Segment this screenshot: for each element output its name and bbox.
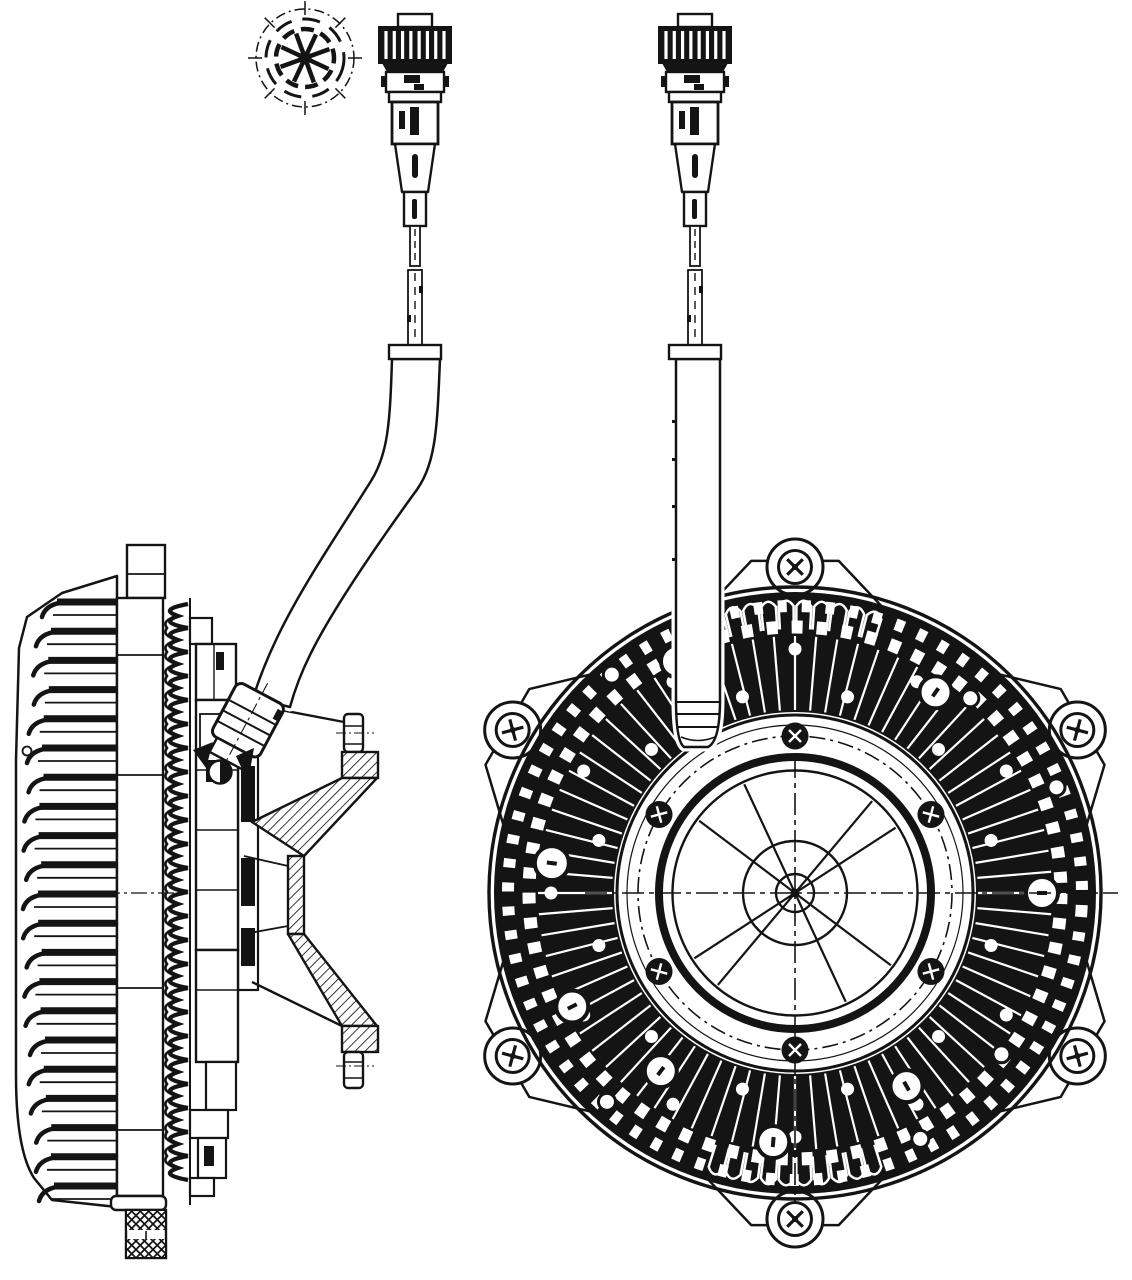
cooling-fins — [20, 598, 117, 1204]
plug-body — [378, 12, 452, 361]
left-connector — [193, 12, 452, 785]
straight-cable — [674, 357, 722, 749]
bimetal-coil-edge — [167, 601, 189, 1183]
cable-end-fitting — [207, 682, 285, 772]
curved-cable — [251, 357, 442, 709]
fin-plate-holes — [532, 643, 1067, 1161]
hub-bolts — [645, 722, 945, 1064]
pin-star — [279, 32, 331, 84]
bracket-waist — [286, 854, 306, 936]
right-connector — [658, 12, 732, 752]
flange-column — [115, 596, 165, 1198]
bracket-foot-tab — [342, 1050, 365, 1090]
bracket-lower-strut — [286, 932, 379, 1028]
plug-body — [658, 12, 732, 361]
connector-end-view — [248, 1, 362, 115]
side-view — [14, 543, 380, 1260]
flange-top-block — [125, 543, 167, 600]
fin-ring — [494, 592, 1096, 1194]
bracket-upper-strut — [250, 776, 379, 858]
front-view — [483, 537, 1118, 1249]
